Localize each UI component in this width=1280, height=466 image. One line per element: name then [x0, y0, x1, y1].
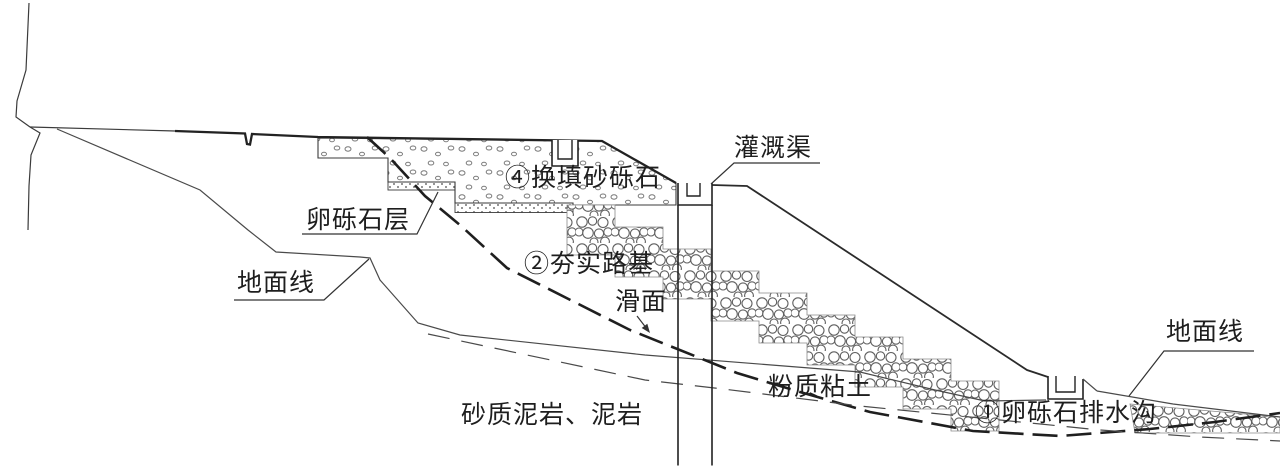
pebble-layer-label-leader — [302, 191, 439, 235]
irrigation-channel-top-inner — [557, 140, 573, 160]
label-ground-line-left: 地面线 — [237, 270, 316, 297]
road-surface-line-thin — [29, 126, 176, 132]
label-silty-clay: 粉质粘土 — [768, 374, 873, 401]
toe-pebble-band — [1129, 403, 1280, 434]
label-pebble-drain-ditch: ①卵砾石排水沟 — [975, 400, 1158, 427]
label-irrigation-channel: 灌溉渠 — [734, 135, 813, 162]
slip-surface-leader-arrowhead — [641, 323, 650, 333]
label-pebble-gravel-layer: 卵砾石层 — [306, 207, 411, 234]
drainage-ditch-right-bevel — [1082, 378, 1098, 392]
label-ground-line-right: 地面线 — [1166, 319, 1245, 346]
ground-line-left-label-leader — [234, 258, 370, 301]
section-edge-left — [15, 2, 41, 231]
ground-line-right-label-leader — [1128, 350, 1254, 397]
label-compacted-subgrade: ②夯实路基 — [524, 251, 655, 278]
natural-ground-line-right — [1096, 390, 1280, 418]
pebble-bedding-band-upper — [387, 181, 456, 191]
pebble-bedding-band-lower — [454, 202, 574, 213]
cobble-step-band — [566, 204, 1000, 432]
irrigation-label-leader — [710, 162, 820, 185]
label-sliding-surface: 滑面 — [615, 289, 668, 316]
stratum-boundary-line — [427, 333, 1280, 442]
drainage-ditch-inner — [1055, 376, 1076, 393]
embankment-slope-line — [711, 184, 1049, 378]
irrigation-channel-mid-inner — [686, 183, 701, 197]
label-replacement-gravel: ④换填砂砾石 — [505, 165, 662, 192]
label-sandy-mudstone: 砂质泥岩、泥岩 — [461, 402, 644, 429]
natural-ground-line — [56, 128, 1047, 402]
slip-surface-line — [366, 136, 1280, 438]
